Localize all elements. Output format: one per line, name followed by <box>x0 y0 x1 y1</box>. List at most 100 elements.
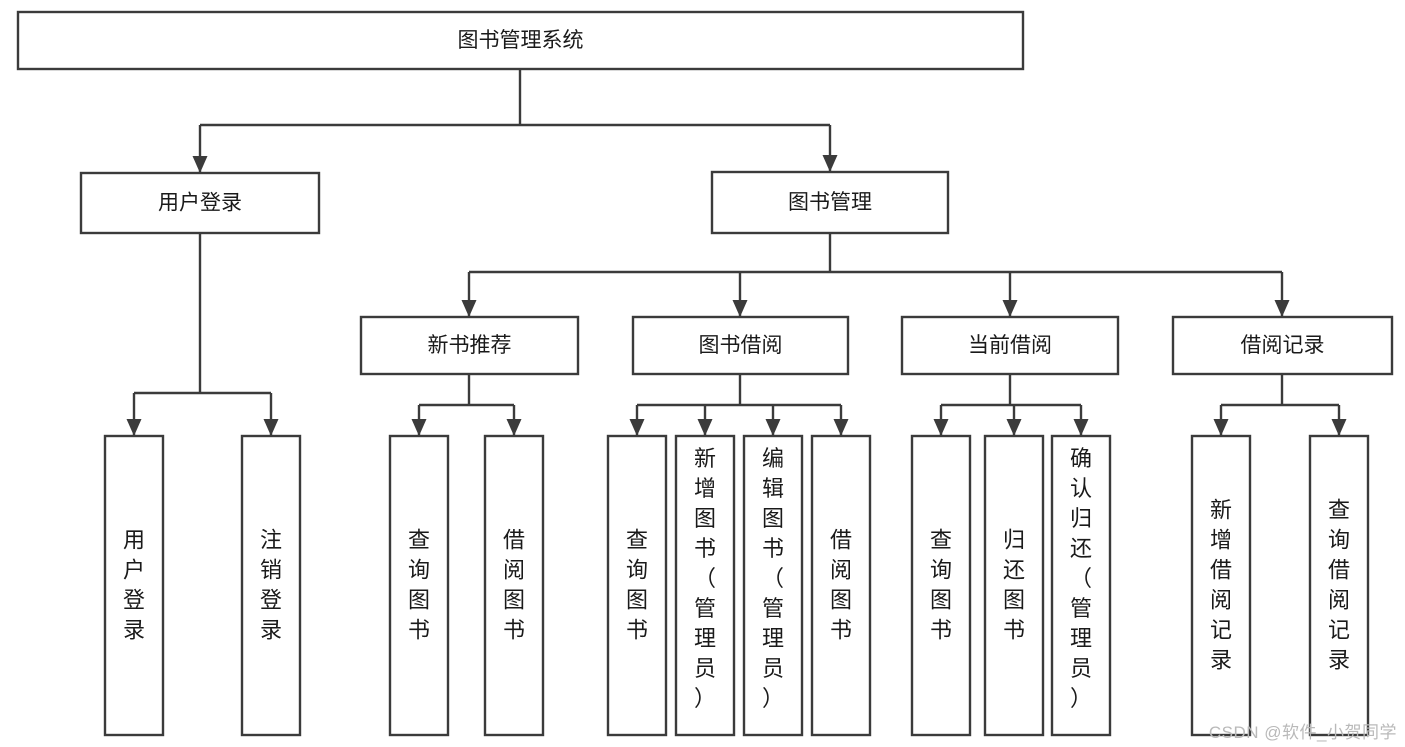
level1-box[interactable] <box>79 171 321 235</box>
node-label-char: 阅 <box>830 558 852 583</box>
level2-box[interactable] <box>1171 315 1394 376</box>
node-label-char: ） <box>1070 686 1092 711</box>
node-label-char: 新 <box>1210 498 1232 523</box>
node-label-char: 增 <box>1210 528 1232 553</box>
node-label-char: 询 <box>930 558 952 583</box>
leaf-box[interactable] <box>240 434 302 737</box>
node-label-char: 书 <box>626 618 648 643</box>
node-label-char: 员 <box>694 656 716 681</box>
node-label-char: 询 <box>626 558 648 583</box>
node-label: 图书管理 <box>788 191 872 214</box>
root-box[interactable] <box>16 10 1025 71</box>
node-label-char: 还 <box>1003 558 1025 583</box>
connector-group <box>1213 374 1347 436</box>
connector-group <box>933 374 1089 436</box>
node-label-char: 借 <box>830 528 852 553</box>
node-label-char: 归 <box>1070 506 1092 531</box>
node-label-char: 录 <box>1328 648 1350 673</box>
node-label-char: 增 <box>694 476 716 501</box>
node-label-char: 理 <box>762 626 784 651</box>
node-label-char: 员 <box>762 656 784 681</box>
leaf-box[interactable] <box>1050 434 1112 737</box>
node-label-char: 书 <box>830 618 852 643</box>
node-label-char: 图 <box>830 588 852 613</box>
leaf-box[interactable] <box>606 434 668 737</box>
leaf-node[interactable]: 用户登录 <box>103 434 165 737</box>
node-label-char: 书 <box>930 618 952 643</box>
leaf-box[interactable] <box>103 434 165 737</box>
level2-box[interactable] <box>359 315 580 376</box>
level2-node[interactable]: 新书推荐 <box>359 315 580 376</box>
arrow-head-icon <box>506 419 522 436</box>
connector-group <box>126 233 279 436</box>
node-label-char: 管 <box>762 596 784 621</box>
leaf-box[interactable] <box>388 434 450 737</box>
connector-group <box>461 233 1290 317</box>
node-label-char: （ <box>694 566 716 591</box>
root-node[interactable]: 图书管理系统 <box>16 10 1025 71</box>
node-label-char: 理 <box>694 626 716 651</box>
level1-node[interactable]: 图书管理 <box>710 170 950 235</box>
node-label-char: 用 <box>123 528 145 553</box>
level2-box[interactable] <box>631 315 850 376</box>
level1-node[interactable]: 用户登录 <box>79 171 321 235</box>
node-label: 图书管理系统 <box>458 29 584 52</box>
arrow-head-icon <box>263 419 279 436</box>
node-label-char: 记 <box>1210 618 1232 643</box>
leaf-box[interactable] <box>483 434 545 737</box>
node-label-char: 新 <box>694 446 716 471</box>
node-label-char: 录 <box>1210 648 1232 673</box>
node-label-char: 管 <box>694 596 716 621</box>
leaf-box[interactable] <box>1190 434 1252 737</box>
node-label-char: 借 <box>1328 558 1350 583</box>
arrow-head-icon <box>411 419 427 436</box>
level1-box[interactable] <box>710 170 950 235</box>
node-label-char: （ <box>762 566 784 591</box>
level2-node[interactable]: 借阅记录 <box>1171 315 1394 376</box>
node-label-char: 编 <box>762 446 784 471</box>
node-label-char: 图 <box>408 588 430 613</box>
node-label-char: 登 <box>260 588 282 613</box>
level2-node[interactable]: 图书借阅 <box>631 315 850 376</box>
node-label: 用户登录 <box>158 192 242 215</box>
node-label-char: 辑 <box>762 476 784 501</box>
arrow-head-icon <box>732 300 748 317</box>
watermark-text: CSDN @软件_小贺同学 <box>1208 723 1397 742</box>
leaf-box[interactable] <box>674 434 736 737</box>
node-label-char: 询 <box>1328 528 1350 553</box>
node-label-char: 图 <box>762 506 784 531</box>
level2-node[interactable]: 当前借阅 <box>900 315 1120 376</box>
arrow-head-icon <box>1213 419 1229 436</box>
leaf-box[interactable] <box>742 434 804 737</box>
arrow-head-icon <box>933 419 949 436</box>
leaf-box[interactable] <box>910 434 972 737</box>
node-label-char: 阅 <box>503 558 525 583</box>
arrow-head-icon <box>833 419 849 436</box>
arrow-head-icon <box>1006 419 1022 436</box>
level2-box[interactable] <box>900 315 1120 376</box>
node-label-char: 还 <box>1070 536 1092 561</box>
leaf-box[interactable] <box>810 434 872 737</box>
node-label-char: 借 <box>1210 558 1232 583</box>
leaf-box[interactable] <box>983 434 1045 737</box>
leaf-box[interactable] <box>1308 434 1370 737</box>
node-label-char: 理 <box>1070 626 1092 651</box>
arrow-head-icon <box>1073 419 1089 436</box>
node-label-char: 销 <box>260 558 282 583</box>
arrow-head-icon <box>192 156 208 173</box>
node-label-char: 查 <box>626 528 648 553</box>
arrow-head-icon <box>1002 300 1018 317</box>
